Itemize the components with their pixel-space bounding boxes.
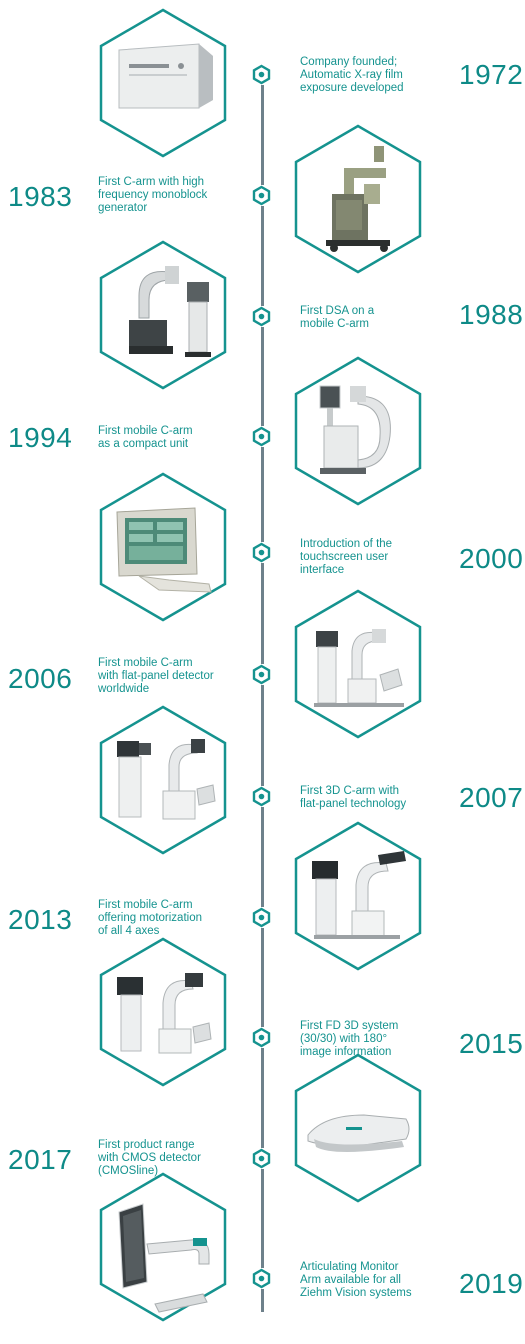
milestone-description: Articulating Monitor Arm available for a… xyxy=(300,1261,412,1299)
milestone-year: 1994 xyxy=(8,422,73,453)
c-arm-with-monitor-cart-image xyxy=(99,240,227,390)
milestone-description: First FD 3D system (30/30) with 180° ima… xyxy=(300,1020,399,1058)
milestone-description: First product range with CMOS detector (… xyxy=(98,1139,201,1177)
milestone-description: Company founded; Automatic X-ray film ex… xyxy=(300,56,404,94)
milestone-year: 2015 xyxy=(459,1028,524,1059)
flat-panel-c-arm-image xyxy=(294,589,422,739)
milestone-description: First mobile C-arm as a compact unit xyxy=(98,425,193,450)
milestone-description: First C-arm with high frequency monobloc… xyxy=(98,176,208,214)
milestone-description: First 3D C-arm with flat-panel technolog… xyxy=(300,785,407,810)
motorized-c-arm-image xyxy=(294,821,422,971)
cmos-detector-image xyxy=(294,1053,422,1203)
timeline-node xyxy=(252,542,271,563)
milestone-year: 2019 xyxy=(459,1268,524,1299)
timeline-node xyxy=(252,64,271,85)
timeline-line xyxy=(261,64,264,1312)
timeline-node xyxy=(252,306,271,327)
touchscreen-console-image xyxy=(99,472,227,622)
milestone-year: 2017 xyxy=(8,1144,73,1175)
milestone-description: First mobile C-arm with flat-panel detec… xyxy=(98,657,214,695)
milestone-year: 2007 xyxy=(459,782,524,813)
milestone-description: First DSA on a mobile C-arm xyxy=(300,305,375,330)
milestone-year: 1983 xyxy=(8,181,73,212)
timeline-node xyxy=(252,1148,271,1169)
early-c-arm-image xyxy=(294,124,422,274)
fd-3d-system-image xyxy=(99,937,227,1087)
articulating-monitor-arm-image xyxy=(99,1172,227,1322)
milestone-year: 2000 xyxy=(459,543,524,574)
compact-c-arm-image xyxy=(294,356,422,506)
timeline-node xyxy=(252,1027,271,1048)
milestone-year: 2013 xyxy=(8,904,73,935)
timeline-node xyxy=(252,907,271,928)
timeline-node xyxy=(252,786,271,807)
timeline-node xyxy=(252,1268,271,1289)
timeline-node xyxy=(252,664,271,685)
milestone-year: 1972 xyxy=(459,59,524,90)
milestone-year: 1988 xyxy=(459,299,524,330)
milestone-year: 2006 xyxy=(8,663,73,694)
3d-c-arm-image xyxy=(99,705,227,855)
timeline-node xyxy=(252,426,271,447)
x-ray-exposure-unit-image xyxy=(99,8,227,158)
milestone-description: First mobile C-arm offering motorization… xyxy=(98,899,202,937)
timeline-node xyxy=(252,185,271,206)
milestone-description: Introduction of the touchscreen user int… xyxy=(300,538,393,576)
